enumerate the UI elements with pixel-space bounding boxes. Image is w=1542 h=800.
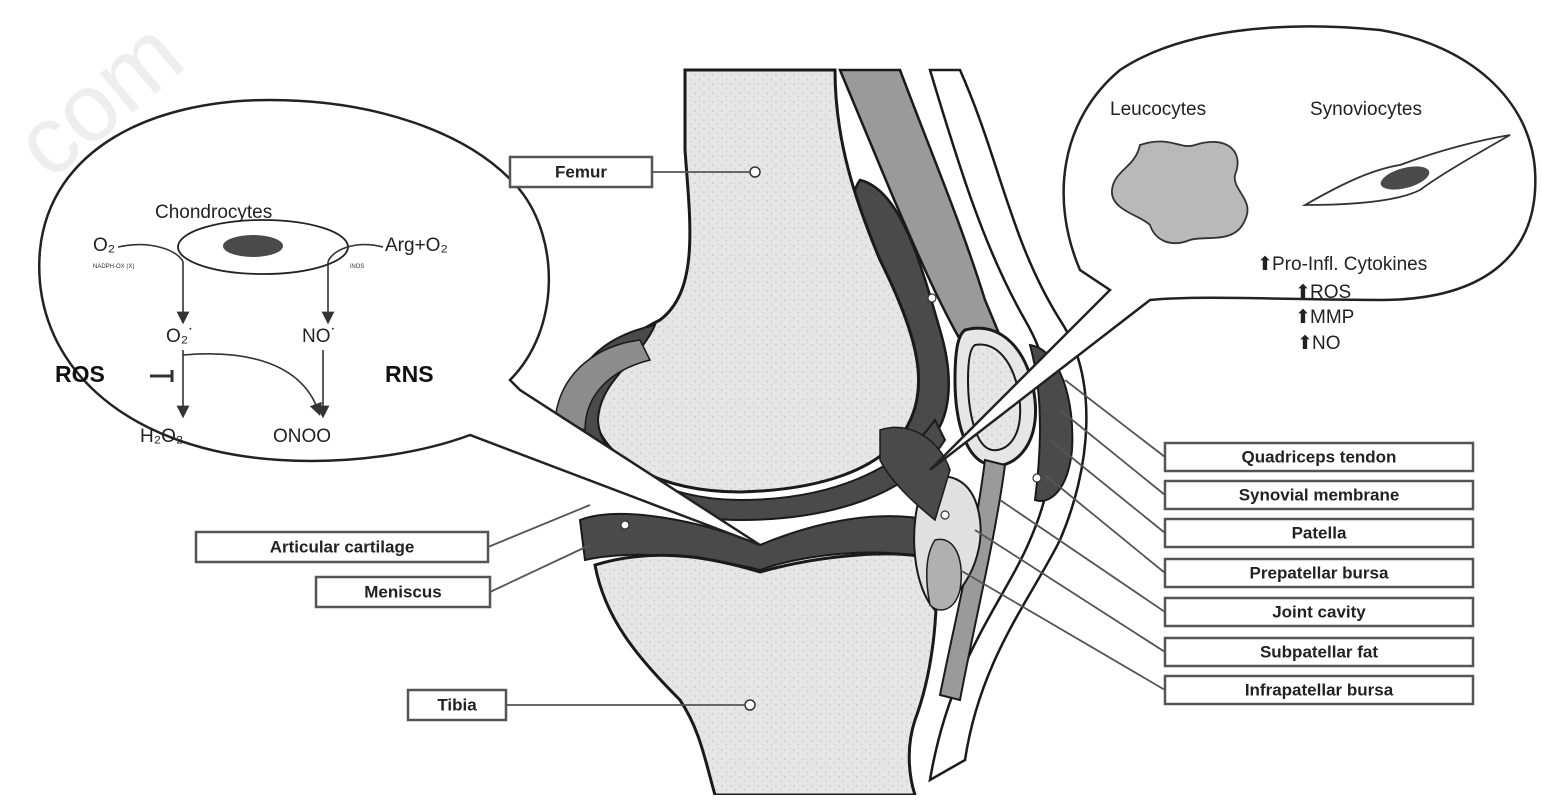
cytokine-lines: ⬆ Pro-Infl. Cytokines ⬆ ROS ⬆ MMP ⬆ NO xyxy=(1257,254,1427,354)
subpatellar-fat-label-box: Subpatellar fat xyxy=(1165,638,1473,666)
tibia-bone xyxy=(595,554,936,795)
cartilage-dot xyxy=(621,521,629,529)
superoxide-label: O₂˙ xyxy=(166,326,194,347)
patella-label-box: Patella xyxy=(1165,519,1473,547)
rns-label: RNS xyxy=(385,361,434,387)
quadriceps-tendon-label-box: Quadriceps tendon xyxy=(1165,443,1473,471)
quadriceps-tendon-label: Quadriceps tendon xyxy=(1242,448,1397,467)
onoo-label: ONOO xyxy=(273,426,331,447)
articular-cartilage-label: Articular cartilage xyxy=(270,538,415,557)
femur-dot xyxy=(750,167,760,177)
synoviocytes-label: Synoviocytes xyxy=(1310,99,1422,120)
patella-dot xyxy=(1033,474,1041,482)
tibia-label-box: Tibia xyxy=(408,690,506,720)
synovial-membrane-label-box: Synovial membrane xyxy=(1165,481,1473,509)
meniscus-label-box: Meniscus xyxy=(316,577,490,607)
femur-label: Femur xyxy=(555,163,607,182)
chondrocyte-nucleus xyxy=(223,235,283,257)
mmp-line: MMP xyxy=(1310,307,1354,328)
up-arrow-1: ⬆ xyxy=(1257,254,1273,275)
up-arrow-2: ⬆ xyxy=(1295,282,1311,303)
meniscus-label: Meniscus xyxy=(364,583,441,602)
infrapatellar-bursa-label-box: Infrapatellar bursa xyxy=(1165,676,1473,704)
h2o2-label: H₂O₂ xyxy=(140,426,183,447)
arg-o2-label: Arg+O₂ xyxy=(385,235,448,256)
cytokines-line: Pro-Infl. Cytokines xyxy=(1272,254,1427,275)
tendon-dot xyxy=(928,294,936,302)
joint-cavity-dot xyxy=(941,511,949,519)
up-arrow-3: ⬆ xyxy=(1295,307,1311,328)
no-label: NO˙ xyxy=(302,326,337,347)
infrapatellar-bursa-label: Infrapatellar bursa xyxy=(1245,681,1394,700)
articular-cartilage-leader xyxy=(488,505,590,547)
ros-line: ROS xyxy=(1310,282,1351,303)
subpatellar-fat-label: Subpatellar fat xyxy=(1260,643,1378,662)
articular-cartilage-label-box: Articular cartilage xyxy=(196,532,488,562)
prepatellar-bursa-label-box: Prepatellar bursa xyxy=(1165,559,1473,587)
joint-cavity-label-box: Joint cavity xyxy=(1165,598,1473,626)
enzyme-left-label: NADPH-OX (X) xyxy=(93,264,134,270)
right-labels: Quadriceps tendon Synovial membrane Pate… xyxy=(1165,443,1473,704)
prepatellar-bursa-label: Prepatellar bursa xyxy=(1250,564,1389,583)
tibia-dot xyxy=(745,700,755,710)
enzyme-right-label: iNOS xyxy=(350,264,364,270)
up-arrow-4: ⬆ xyxy=(1297,333,1313,354)
synovial-membrane-label: Synovial membrane xyxy=(1239,486,1400,505)
patella-label: Patella xyxy=(1292,524,1347,543)
meniscus-leader xyxy=(490,545,590,592)
ros-label: ROS xyxy=(55,361,105,387)
tibia-label: Tibia xyxy=(437,696,477,715)
joint-cavity-label: Joint cavity xyxy=(1272,603,1366,622)
o2-label: O₂ xyxy=(93,235,115,256)
leucocytes-label: Leucocytes xyxy=(1110,99,1206,120)
chondrocytes-title: Chondrocytes xyxy=(155,202,272,223)
infrapatellar-bursa-shape xyxy=(927,539,962,610)
no-line: NO xyxy=(1312,333,1341,354)
femur-label-box: Femur xyxy=(510,157,652,187)
